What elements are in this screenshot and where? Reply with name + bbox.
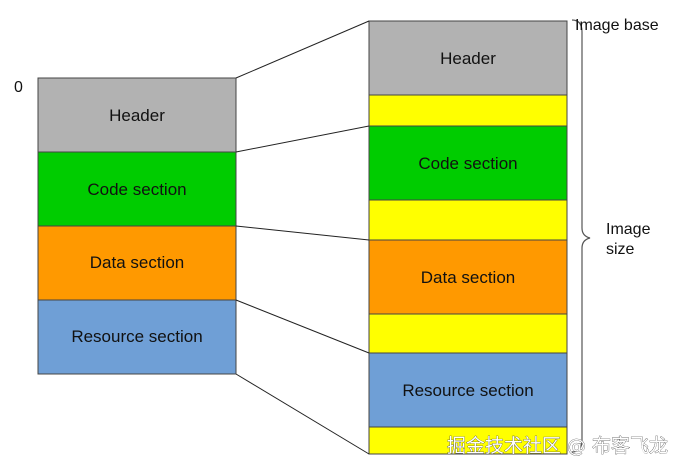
connector-code-bottom [235, 225, 370, 241]
connector-resource-bottom [235, 373, 370, 455]
left-data-block [37, 225, 237, 301]
watermark-text: 掘金技术社区 @ 布客飞龙 [447, 435, 668, 457]
right-code-label: Code section [418, 154, 517, 173]
left-header-label: Header [109, 106, 165, 125]
right-padding-block-4 [368, 426, 568, 455]
left-code-block [37, 151, 237, 227]
left-column: 0 Header Code section Data section Resou… [14, 77, 237, 375]
origin-offset-label: 0 [14, 79, 23, 96]
right-header-label: Header [440, 49, 496, 68]
right-padding-block-1 [368, 94, 568, 127]
connector-header-top [235, 20, 370, 79]
right-code-block [368, 125, 568, 201]
mapping-connectors [235, 20, 370, 455]
connector-header-bottom [235, 125, 370, 153]
right-padding-block-3 [368, 313, 568, 354]
left-code-label: Code section [87, 180, 186, 199]
left-data-label: Data section [90, 253, 185, 272]
image-base-label: Image base [575, 17, 659, 34]
right-resource-label: Resource section [402, 381, 533, 400]
right-column: Header Code section Data section Resourc… [368, 20, 568, 455]
image-size-label-line2: size [606, 241, 635, 258]
image-size-brace [571, 19, 591, 453]
right-resource-block [368, 352, 568, 428]
right-header-block [368, 20, 568, 96]
image-size-label-line1: Image [606, 221, 651, 238]
connector-data-bottom [235, 299, 370, 354]
left-header-block [37, 77, 237, 153]
right-padding-block-2 [368, 199, 568, 241]
left-resource-label: Resource section [71, 327, 202, 346]
left-resource-block [37, 299, 237, 375]
right-data-label: Data section [421, 268, 516, 287]
